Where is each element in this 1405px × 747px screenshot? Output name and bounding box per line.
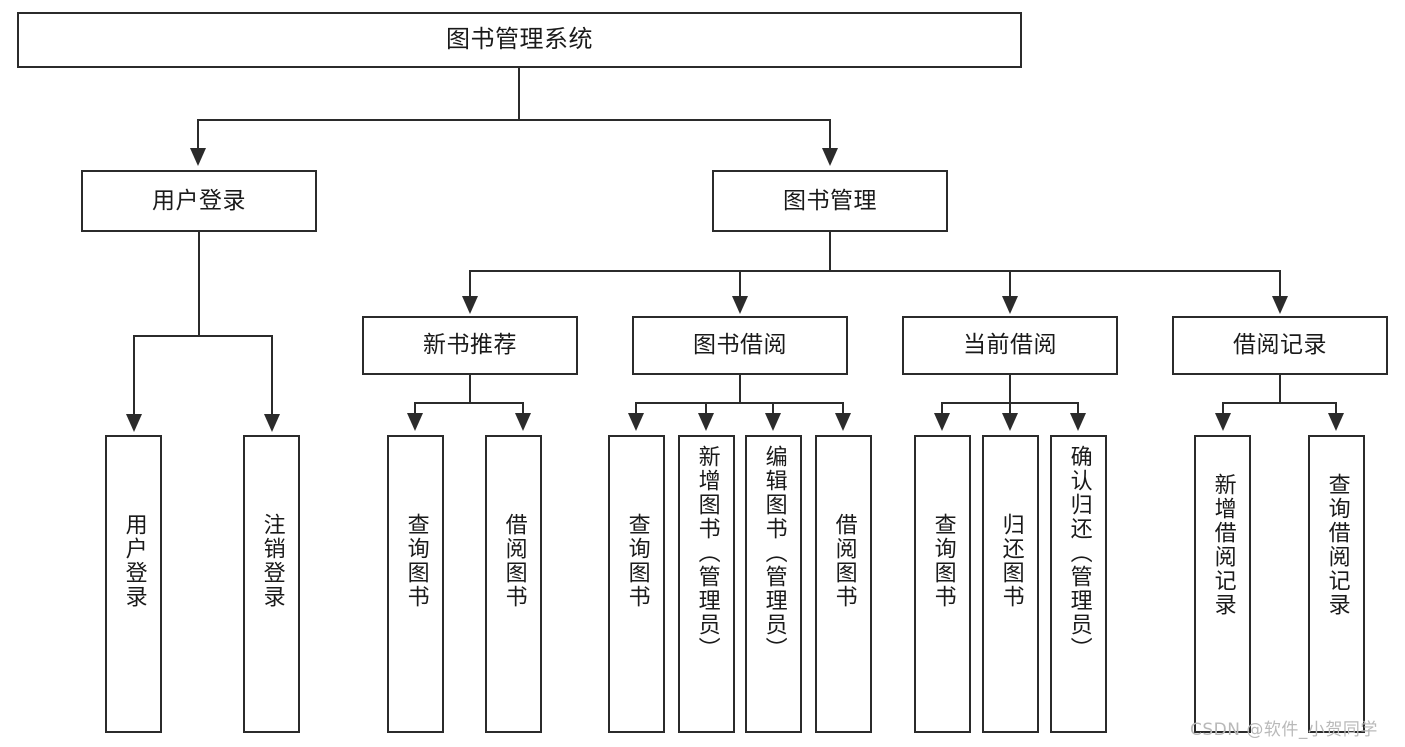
connector-new-book-recommend-bus [414,402,524,404]
connector-to-leaf-user-login [133,335,135,415]
arrow-to-leaf-query-record [1328,413,1344,431]
connector-level3-bus [469,270,1281,272]
connector-to-book-borrow [739,270,741,298]
arrow-to-user-login [190,148,206,166]
node-label: 归还图书 [998,513,1024,609]
arrow-to-current-borrow [1002,296,1018,314]
node-leaf-borrow-book-1[interactable]: 借阅图书 [485,435,542,733]
connector-to-leaf-return-book [1009,402,1011,414]
connector-to-leaf-logout-login [271,335,273,415]
arrow-to-leaf-query-book-2 [628,413,644,431]
connector-to-leaf-query-book-1 [414,402,416,414]
connector-to-book-management [829,119,831,149]
arrow-to-leaf-add-book [698,413,714,431]
node-label: 当前借阅 [963,332,1057,359]
arrow-to-leaf-user-login [126,414,142,432]
connector-to-leaf-query-book-3 [941,402,943,414]
node-label: 确认归还（管理员） [1066,445,1092,661]
node-label: 查询图书 [403,513,429,609]
node-leaf-query-record[interactable]: 查询借阅记录 [1308,435,1365,733]
connector-to-current-borrow [1009,270,1011,298]
node-label: 注销登录 [259,513,285,609]
arrow-to-leaf-logout-login [264,414,280,432]
node-label: 查询图书 [930,513,956,609]
arrow-to-leaf-borrow-book-1 [515,413,531,431]
connector-new-book-recommend-stem [469,375,471,403]
connector-to-leaf-add-record [1222,402,1224,414]
node-leaf-query-book-1[interactable]: 查询图书 [387,435,444,733]
arrow-to-leaf-add-record [1215,413,1231,431]
node-label: 借阅记录 [1233,332,1327,359]
connector-to-user-login [197,119,199,149]
connector-to-new-book-recommend [469,270,471,298]
arrow-to-book-borrow [732,296,748,314]
node-label: 图书管理 [783,187,877,214]
node-label: 新增图书（管理员） [694,445,720,661]
node-label: 编辑图书（管理员） [761,445,787,661]
node-leaf-user-login[interactable]: 用户登录 [105,435,162,733]
connector-book-management-stem [829,232,831,272]
node-current-borrow[interactable]: 当前借阅 [902,316,1118,375]
node-leaf-return-book[interactable]: 归还图书 [982,435,1039,733]
node-leaf-edit-book[interactable]: 编辑图书（管理员） [745,435,802,733]
connector-to-leaf-borrow-book-1 [522,402,524,414]
connector-user-login-leaf-bus [133,335,273,337]
arrow-to-leaf-query-book-3 [934,413,950,431]
node-book-management[interactable]: 图书管理 [712,170,948,232]
node-leaf-query-book-2[interactable]: 查询图书 [608,435,665,733]
node-label: 图书借阅 [693,332,787,359]
arrow-to-book-management [822,148,838,166]
connector-to-borrow-record [1279,270,1281,298]
node-book-borrow[interactable]: 图书借阅 [632,316,848,375]
arrow-to-new-book-recommend [462,296,478,314]
node-label: 用户登录 [121,513,147,609]
node-root-book-management-system[interactable]: 图书管理系统 [17,12,1022,68]
arrow-to-leaf-confirm-return [1070,413,1086,431]
arrow-to-leaf-query-book-1 [407,413,423,431]
node-label: 用户登录 [152,187,246,214]
node-leaf-borrow-book-2[interactable]: 借阅图书 [815,435,872,733]
node-leaf-add-record[interactable]: 新增借阅记录 [1194,435,1251,733]
node-label: 查询借阅记录 [1324,473,1350,617]
node-leaf-add-book[interactable]: 新增图书（管理员） [678,435,735,733]
arrow-to-borrow-record [1272,296,1288,314]
node-leaf-logout-login[interactable]: 注销登录 [243,435,300,733]
connector-to-leaf-edit-book [772,402,774,414]
node-label: 查询图书 [624,513,650,609]
connector-current-borrow-stem [1009,375,1011,403]
node-leaf-confirm-return[interactable]: 确认归还（管理员） [1050,435,1107,733]
connector-root-stem [518,68,520,120]
connector-to-leaf-confirm-return [1077,402,1079,414]
node-label: 借阅图书 [501,513,527,609]
connector-book-borrow-stem [739,375,741,403]
connector-to-leaf-borrow-book-2 [842,402,844,414]
connector-borrow-record-bus [1222,402,1337,404]
node-label: 新书推荐 [423,332,517,359]
node-label: 图书管理系统 [446,25,593,54]
connector-user-login-stem [198,232,200,336]
arrow-to-leaf-borrow-book-2 [835,413,851,431]
node-leaf-query-book-3[interactable]: 查询图书 [914,435,971,733]
watermark-csdn: CSDN @软件_小贺同学 [1190,720,1378,740]
node-user-login[interactable]: 用户登录 [81,170,317,232]
node-new-book-recommend[interactable]: 新书推荐 [362,316,578,375]
node-label: 新增借阅记录 [1210,473,1236,617]
node-label: 借阅图书 [831,513,857,609]
connector-to-leaf-query-book-2 [635,402,637,414]
connector-to-leaf-query-record [1335,402,1337,414]
arrow-to-leaf-return-book [1002,413,1018,431]
connector-to-leaf-add-book [705,402,707,414]
connector-borrow-record-stem [1279,375,1281,403]
arrow-to-leaf-edit-book [765,413,781,431]
connector-book-borrow-bus [635,402,844,404]
node-borrow-record[interactable]: 借阅记录 [1172,316,1388,375]
connector-level2-bus [197,119,831,121]
